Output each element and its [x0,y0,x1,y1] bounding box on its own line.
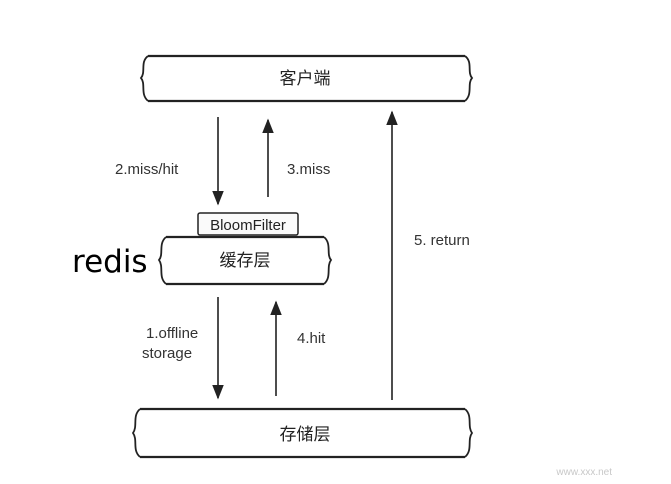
bloomfilter-label: BloomFilter [210,217,286,234]
redis-label: redis [72,244,148,280]
label-step4: 4.hit [297,330,326,347]
label-step5: 5. return [414,232,470,249]
storage-layer-box: 存储层 [131,407,474,459]
label-step3: 3.miss [287,161,330,178]
client-layer-label: 客户端 [280,69,331,89]
cache-layer-label: 缓存层 [220,251,271,271]
bloomfilter-tag: BloomFilter [197,212,299,236]
label-step1-line1: 1.offline [146,325,198,342]
client-layer-box: 客户端 [139,54,474,103]
cache-layer-box: 缓存层 [157,235,333,286]
storage-layer-label: 存储层 [280,425,331,445]
watermark: www.xxx.net [555,467,612,478]
label-step1-line2: storage [142,345,192,362]
label-step2: 2.miss/hit [115,161,179,178]
